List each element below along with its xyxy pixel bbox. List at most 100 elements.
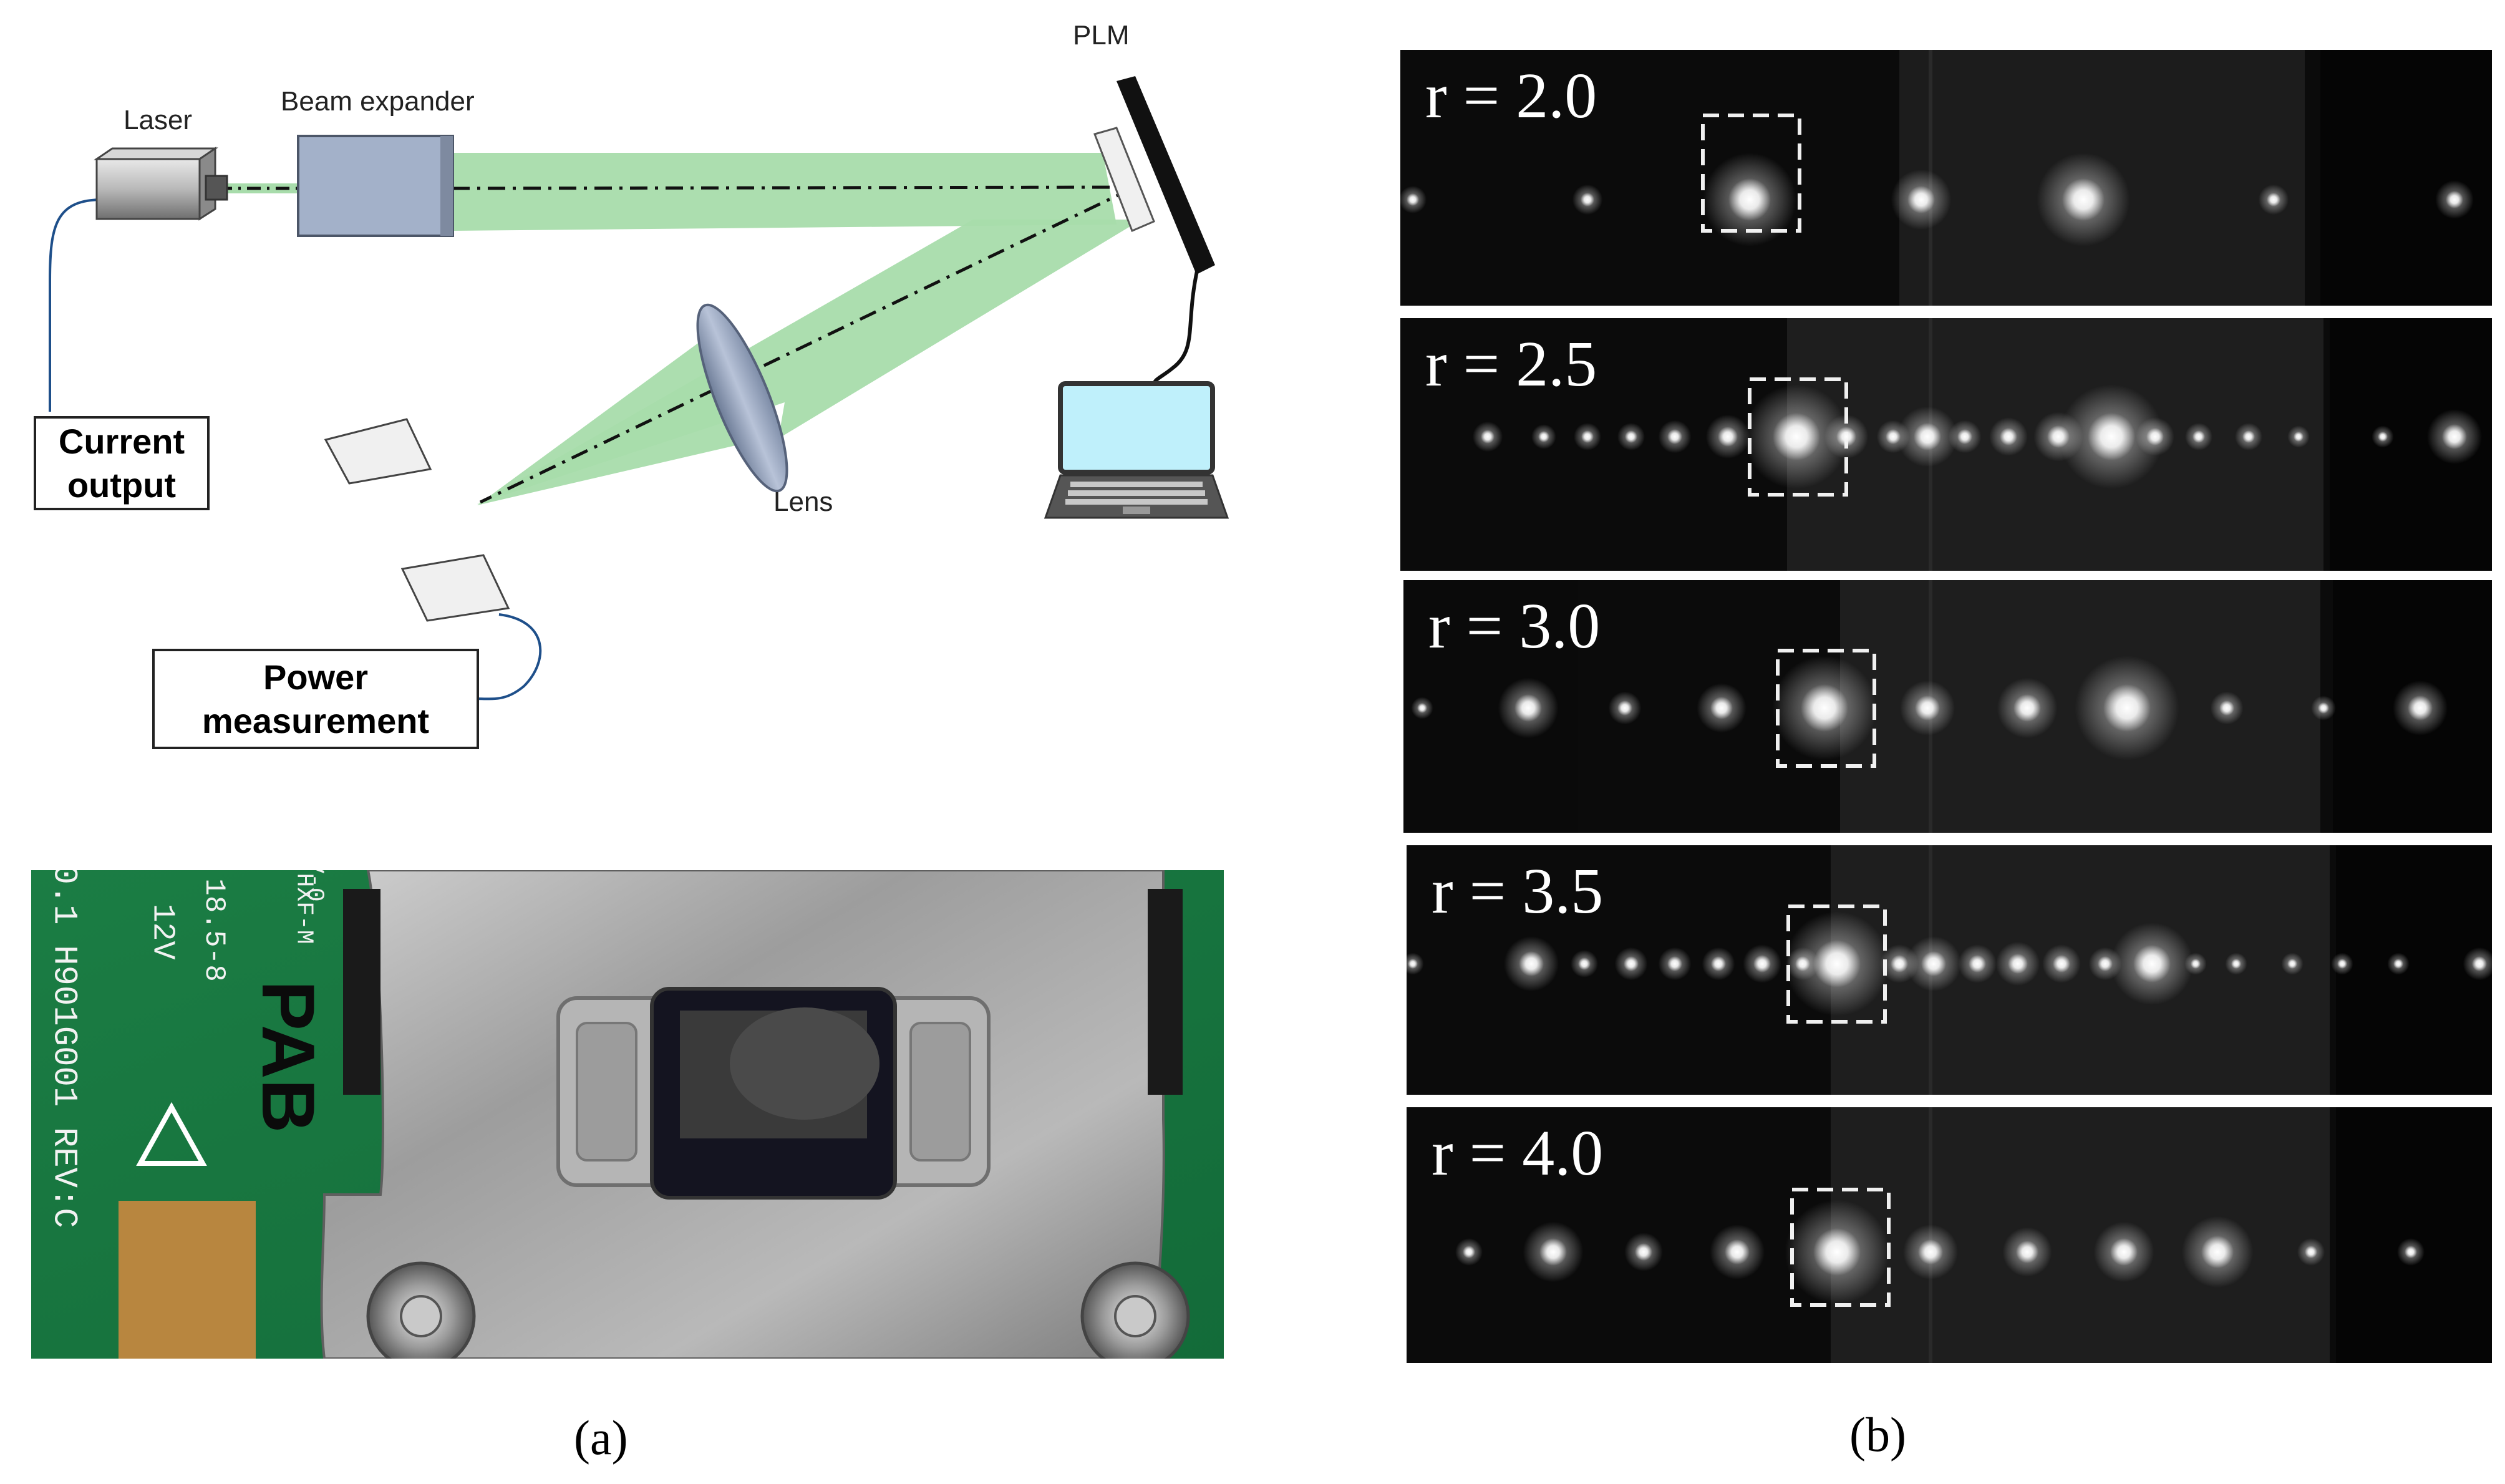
diffraction-panel-4: r = 3.5 <box>1407 845 2492 1095</box>
diffraction-spot <box>1581 430 1594 443</box>
diffraction-spot <box>1725 1239 1750 1264</box>
setup-diagram-svg <box>49 76 1229 701</box>
power-measurement-line-1: Power <box>263 657 369 697</box>
diffraction-spot <box>1710 697 1733 719</box>
diffraction-spot <box>2062 178 2105 221</box>
diffraction-spot <box>2442 424 2467 449</box>
optical-axis-2 <box>452 185 1133 190</box>
diffraction-spot <box>2053 955 2070 972</box>
diffraction-spot <box>2242 430 2255 443</box>
diffraction-spot <box>2405 1246 2417 1258</box>
lens-label: Lens <box>773 487 833 517</box>
device-photo-svg <box>31 870 1224 1359</box>
laser-body <box>95 158 201 220</box>
caption-b: (b) <box>1849 1407 1906 1462</box>
diffraction-spot <box>1417 703 1427 713</box>
diffraction-spot <box>1625 430 1637 443</box>
diffraction-image-5 <box>1455 1107 2492 1363</box>
mirror-1 <box>324 418 432 485</box>
diffraction-spot <box>1408 959 1418 969</box>
diffraction-spot <box>1836 427 1856 447</box>
diffraction-spot <box>2013 694 2041 722</box>
diffraction-spot <box>1667 956 1682 971</box>
diffraction-spot <box>1915 696 1940 720</box>
diffraction-spot <box>2408 696 2433 720</box>
laser-nozzle <box>205 175 228 201</box>
diffraction-spot <box>2192 430 2205 443</box>
diffraction-spot <box>2472 956 2487 971</box>
diffraction-panel-1: r = 2.0 <box>1400 50 2492 306</box>
diffraction-spot <box>2008 954 2028 974</box>
diffraction-spot <box>1581 193 1594 206</box>
diffraction-spot <box>2219 701 2234 715</box>
diffraction-spot <box>1813 1228 1861 1276</box>
current-output-line-1: Current <box>58 421 185 461</box>
diffraction-spot <box>2110 1238 2138 1266</box>
diffraction-spot <box>1957 429 1972 444</box>
diffraction-spot <box>1728 178 1771 221</box>
laser-label: Laser <box>124 105 193 135</box>
diffraction-spot <box>1886 429 1901 444</box>
diffraction-spot <box>2098 956 2113 971</box>
diffraction-spot <box>1891 955 1908 972</box>
diffraction-spot <box>2133 945 2171 982</box>
diffraction-spot <box>1635 1243 1652 1261</box>
diffraction-spot <box>1463 1246 1475 1258</box>
diffraction-spot <box>2446 191 2463 208</box>
diffraction-spot <box>1667 429 1682 444</box>
diffraction-spot <box>1711 956 1726 971</box>
mirror-2 <box>400 554 510 622</box>
diffraction-spot <box>2294 432 2304 442</box>
diffraction-spot <box>2191 959 2201 969</box>
diffraction-spot <box>2267 193 2280 206</box>
lens <box>696 303 788 493</box>
power-measurement-line-2: measurement <box>201 701 430 740</box>
diffraction-spot <box>1773 413 1820 460</box>
diffraction-panel-3: r = 3.0 <box>1403 580 2492 833</box>
diffraction-spot <box>1813 940 1861 987</box>
laser-beam-small <box>228 183 299 193</box>
diffraction-spot <box>1718 427 1738 447</box>
beam-expander-label: Beam expander <box>281 86 475 117</box>
diffraction-spot <box>1617 701 1632 715</box>
diffraction-spot <box>1519 951 1544 976</box>
plm-label: PLM <box>1073 20 1130 51</box>
diffraction-spot <box>1539 1238 1567 1266</box>
diffraction-spot <box>2000 428 2017 445</box>
diffraction-label-2: r = 2.5 <box>1425 328 1597 400</box>
diffraction-panel-2: r = 2.5 <box>1400 318 2492 571</box>
diffraction-spot <box>2201 1236 2234 1268</box>
diffraction-label-1: r = 2.0 <box>1425 60 1597 132</box>
diffraction-spot <box>2103 684 2151 732</box>
diffraction-spot <box>2305 1246 2317 1258</box>
diffraction-spot <box>2378 432 2388 442</box>
diffraction-spot <box>2287 959 2297 969</box>
diffraction-label-5: r = 4.0 <box>1432 1117 1604 1189</box>
diffraction-image-3 <box>1403 580 2492 833</box>
diffraction-spot <box>2146 428 2164 445</box>
diffraction-label-3: r = 3.0 <box>1428 590 1601 662</box>
diffraction-spot <box>1918 1239 1943 1264</box>
diffraction-image-2 <box>1472 318 2492 571</box>
diffraction-panel-5: r = 4.0 <box>1407 1107 2492 1363</box>
current-output-box: Current output <box>34 416 210 510</box>
expanded-beam <box>452 153 1117 231</box>
diffraction-spot <box>1753 955 1771 972</box>
diffraction-label-4: r = 3.5 <box>1432 855 1604 927</box>
diffraction-spot <box>2318 702 2329 714</box>
diffraction-spot <box>1907 186 1935 213</box>
diffraction-spot <box>1921 951 1946 976</box>
optical-axis-3 <box>479 187 1133 504</box>
diffraction-spot <box>1538 431 1549 442</box>
diffraction-image-1 <box>1400 50 2492 306</box>
diffraction-spot <box>1914 423 1941 450</box>
diffraction-spot <box>2016 1241 2038 1263</box>
diffraction-spot <box>2393 959 2403 969</box>
caption-a: (a) <box>574 1410 628 1465</box>
laser-cable <box>49 198 104 412</box>
current-output-line-2: output <box>67 465 177 505</box>
diffraction-spot <box>1481 430 1495 444</box>
device-photo: 0.1 H901G001 REV:C 12V 18.5-8 V-0 HXF-M … <box>31 870 1224 1359</box>
power-measurement-box: Power measurement <box>152 649 479 749</box>
